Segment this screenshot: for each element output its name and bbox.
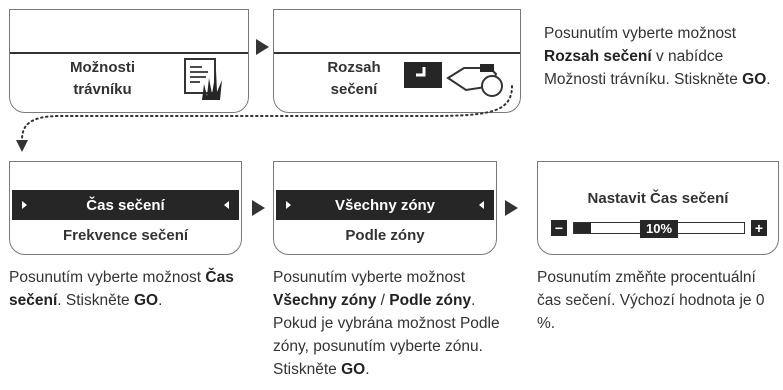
arrow-step4-to-step5	[505, 200, 518, 216]
caption-step2: Posunutím vyberte možnost Rozsah sečení …	[544, 25, 771, 88]
slider-track: 10%	[573, 220, 745, 238]
screen-divider	[10, 52, 248, 112]
triangle-left-icon	[479, 201, 484, 209]
dotted-connector-arrow	[16, 85, 513, 152]
slider-value: 10%	[639, 220, 679, 238]
screen-lawn-options: Možnosti trávníku	[9, 9, 249, 113]
menu-item-by-zone: Podle zóny	[345, 226, 425, 244]
minus-button[interactable]: −	[551, 220, 567, 236]
triangle-right-icon	[286, 201, 291, 209]
menu-item-cutting-frequency: Frekvence sečení	[62, 226, 189, 244]
menu-row[interactable]: Frekvence sečení	[10, 220, 241, 250]
plus-button[interactable]: +	[751, 220, 767, 236]
caption-step4: Posunutím vyberte možnost Všechny zóny /…	[273, 269, 500, 378]
arrow-step1-to-step2	[256, 39, 269, 55]
mower-cutting-range-icon	[404, 56, 508, 100]
caption-step5: Posunutím změňte procentuální čas sečení…	[537, 269, 765, 332]
cutting-time-slider[interactable]: − 10% +	[551, 220, 767, 238]
menu-item-all-zones: Všechny zóny	[334, 196, 436, 214]
screen-cutting-time: Čas sečení Frekvence sečení	[9, 161, 242, 255]
triangle-left-icon	[224, 201, 229, 209]
menu-row-selected[interactable]: Čas sečení	[12, 190, 239, 220]
screen-set-cutting-time: Nastavit Čas sečení − 10% +	[537, 161, 779, 255]
caption-step3: Posunutím vyberte možnost Čas sečení. St…	[9, 269, 234, 309]
screen-zones: Všechny zóny Podle zóny	[273, 161, 497, 255]
menu-row[interactable]: Podle zóny	[274, 220, 496, 250]
menu-label-cutting-range: Rozsah sečení	[327, 59, 381, 98]
menu-label-lawn-options: Možnosti trávníku	[70, 59, 135, 98]
triangle-right-icon	[22, 201, 27, 209]
menu-item-cutting-time: Čas sečení	[86, 196, 165, 214]
lawn-options-icon	[182, 56, 234, 102]
slider-fill	[574, 223, 591, 233]
menu-row-selected[interactable]: Všechny zóny	[276, 190, 494, 220]
screen-cutting-range: Rozsah sečení	[273, 9, 521, 113]
setting-title: Nastavit Čas sečení	[587, 190, 729, 207]
arrow-step3-to-step4	[252, 200, 265, 216]
screen-divider	[274, 52, 520, 112]
